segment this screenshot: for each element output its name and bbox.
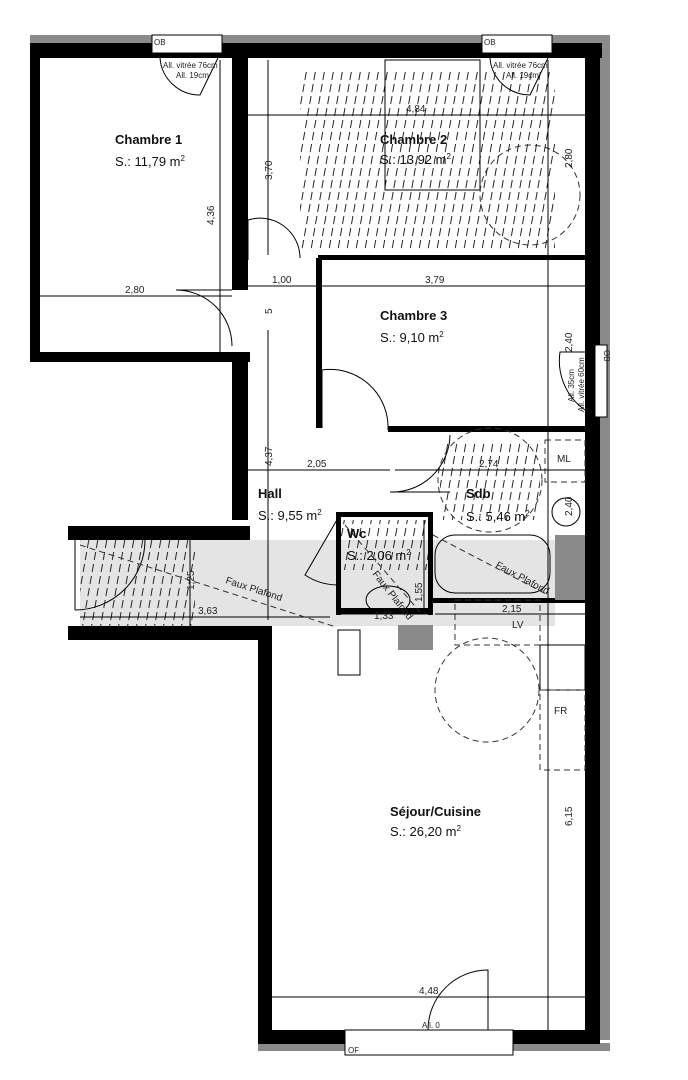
room-sejour-cuisine: Séjour/Cuisine S.: 26,20 m2: [390, 804, 481, 839]
dim-label: 2,74: [479, 459, 499, 470]
bed: [384, 59, 481, 191]
unit-sup: 2: [456, 824, 461, 833]
window-height-label: All. vitrée 76cm: [493, 61, 548, 70]
bathtub: [434, 534, 551, 594]
dim-label: 4,37: [264, 446, 275, 466]
washing-machine: [544, 439, 586, 483]
svg-text:S.: 13,92 m2: S.: 13,92 m2: [380, 152, 451, 167]
room-name: Wc: [347, 526, 367, 541]
faux-plafond-lines: [79, 524, 549, 628]
unit-sup: 2: [446, 152, 451, 161]
dimension-labels: 4,84 3,70 2,80 4,36 2,80 1,00 3,79 5 2,4…: [125, 104, 575, 997]
dim-label: 3,79: [425, 275, 445, 286]
room-name: Sdb: [466, 486, 491, 501]
doors: [74, 57, 586, 1031]
dim-label: 5: [264, 308, 275, 314]
room-area: S.: 9,55 m: [258, 508, 317, 523]
washing-machine-label: ML: [557, 454, 571, 465]
dimension-lines: [40, 60, 585, 1030]
room-name: Séjour/Cuisine: [390, 804, 481, 819]
svg-text:S.: 9,10 m2: S.: 9,10 m2: [380, 330, 444, 345]
washbasin: [551, 497, 581, 527]
svg-text:S.: 9,55 m2: S.: 9,55 m2: [258, 508, 322, 523]
unit-sup: 2: [406, 548, 411, 557]
dim-label: 3,70: [264, 160, 275, 180]
window-type-label: OB: [154, 38, 166, 47]
room-chambre-2: Chambre 2 S.: 13,92 m2: [380, 132, 451, 167]
room-chambre-3: Chambre 3 S.: 9,10 m2: [380, 308, 447, 345]
window-type-label: OB: [602, 350, 611, 362]
room-area: S.: 13,92 m: [380, 152, 446, 167]
svg-text:S.: 2,06 m2: S.: 2,06 m2: [347, 548, 411, 563]
room-hall: Hall S.: 9,55 m2: [258, 486, 322, 523]
svg-text:S.: 26,20 m2: S.: 26,20 m2: [390, 824, 461, 839]
unit-sup: 2: [525, 509, 530, 518]
dim-label: 4,84: [406, 104, 426, 115]
dim-label: 1,33: [374, 611, 394, 622]
sink: [454, 599, 541, 646]
dim-label: 1,25: [186, 570, 197, 590]
room-area: S.: 11,79 m: [115, 154, 181, 169]
fridge: [539, 689, 586, 771]
dim-label: 2,15: [502, 604, 522, 615]
dim-label: 4,36: [206, 205, 217, 225]
room-wc: Wc S.: 2,06 m2: [347, 526, 411, 563]
room-area: S.: 9,10 m: [380, 330, 439, 345]
dim-label: 3,63: [198, 606, 218, 617]
dim-label: 2,05: [307, 459, 327, 470]
dim-label: 2,80: [564, 148, 575, 168]
door-height-label: All. 0: [422, 1021, 440, 1030]
windows: [151, 34, 608, 1056]
chambre2-hatch: [300, 70, 555, 250]
room-area: S.: 2,06 m: [347, 548, 406, 563]
dim-label: 4,48: [419, 986, 439, 997]
unit-sup: 2: [317, 508, 322, 517]
room-name: Hall: [258, 486, 282, 501]
unit-sup: 2: [181, 154, 186, 163]
window-height-label: All. 19cm: [176, 71, 209, 80]
entry-hatch: [80, 540, 195, 626]
svg-text:S.: 5,46 m2: S.: 5,46 m2: [466, 509, 530, 524]
fridge-label: FR: [554, 706, 567, 717]
sdb-hatch: [440, 440, 540, 520]
dim-label: 2,40: [564, 332, 575, 352]
room-area: S.: 26,20 m: [390, 824, 456, 839]
window-height-label: All. 19cm: [506, 71, 539, 80]
walls: [30, 43, 602, 1044]
dishwasher-label: LV: [512, 620, 524, 631]
window-type-label: OF: [348, 1046, 359, 1055]
dim-label: 1,00: [272, 275, 292, 286]
dim-label: 6,15: [564, 806, 575, 826]
room-name: Chambre 2: [380, 132, 447, 147]
unit-sup: 2: [439, 330, 444, 339]
room-chambre-1: Chambre 1 S.: 11,79 m2: [115, 132, 186, 169]
room-sdb: Sdb S.: 5,46 m2: [466, 486, 530, 524]
window-height-label: All. 35cm: [567, 369, 576, 402]
dim-label: 2,80: [125, 285, 145, 296]
wc-hatch: [340, 520, 430, 570]
fixtures: [337, 59, 586, 771]
room-name: Chambre 1: [115, 132, 182, 147]
dim-label: 2,40: [564, 496, 575, 516]
window-type-label: OB: [484, 38, 496, 47]
window-height-label: All. vitrée 60cm: [577, 357, 586, 412]
room-name: Chambre 3: [380, 308, 447, 323]
window-height-label: All. vitrée 76cm: [163, 61, 218, 70]
room-area: S.: 5,46 m: [466, 509, 525, 524]
turning-circle: [479, 144, 581, 246]
dim-label: 1,55: [414, 582, 425, 602]
cooktop: [539, 644, 586, 691]
svg-text:S.: 11,79 m2: S.: 11,79 m2: [115, 154, 186, 169]
